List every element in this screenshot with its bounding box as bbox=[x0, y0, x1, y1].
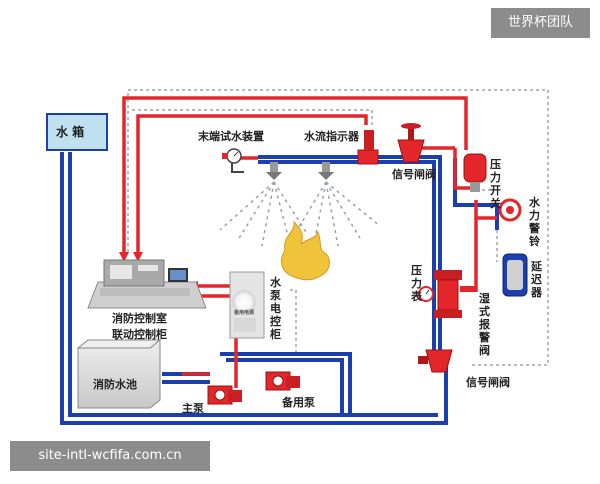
fire-pool bbox=[76, 338, 162, 409]
backup-pump-label: 备用泵 bbox=[282, 396, 315, 409]
end-test-device bbox=[222, 148, 244, 173]
cabinet-panel-text: 备用电源 bbox=[234, 310, 255, 316]
red-pipes bbox=[122, 96, 497, 388]
main-pump bbox=[207, 385, 242, 405]
fire-icon bbox=[281, 220, 330, 281]
signal-valve-bottom bbox=[418, 349, 453, 373]
signal-valve-top bbox=[397, 123, 425, 163]
control-cabinet-label: 联动控制柜 bbox=[112, 328, 167, 341]
signal-valve-top-label: 信号闸阀 bbox=[392, 168, 436, 181]
water-bell-label: 水力警铃 bbox=[529, 196, 540, 248]
signal-valve-bottom-label: 信号闸阀 bbox=[466, 376, 510, 389]
pressure-gauge-label: 压力表 bbox=[411, 264, 422, 303]
water-bell-icon bbox=[498, 198, 522, 222]
signal-lines bbox=[127, 89, 549, 366]
wet-alarm-valve bbox=[434, 270, 476, 318]
wet-alarm-valve-label: 湿式报警阀 bbox=[479, 292, 490, 357]
water-tank bbox=[46, 113, 108, 151]
pressure-switch-label: 压力开关 bbox=[490, 158, 501, 210]
end-test-label: 末端试水装置 bbox=[198, 130, 264, 143]
pool-label: 消防水池 bbox=[93, 378, 137, 391]
sprinklers bbox=[266, 162, 334, 180]
watermark-team: 世界杯团队 bbox=[491, 8, 590, 38]
pump-control-cabinet bbox=[229, 271, 265, 339]
control-room-label: 消防控制室 bbox=[112, 312, 167, 325]
backup-pump bbox=[265, 371, 300, 391]
flow-indicator bbox=[357, 130, 379, 165]
pump-control-label: 水泵电控柜 bbox=[270, 276, 281, 341]
main-pump-label: 主泵 bbox=[182, 402, 204, 415]
tank-label: 水 箱 bbox=[56, 125, 85, 139]
retarder-label: 延迟器 bbox=[531, 260, 542, 299]
flow-indicator-label: 水流指示器 bbox=[304, 130, 359, 143]
retarder bbox=[502, 253, 528, 297]
control-console bbox=[87, 259, 207, 309]
water-spray bbox=[219, 181, 381, 247]
pressure-gauge bbox=[418, 286, 434, 302]
pressure-switch bbox=[463, 153, 487, 192]
watermark-site: site-intl-wcfifa.com.cn bbox=[10, 441, 210, 471]
